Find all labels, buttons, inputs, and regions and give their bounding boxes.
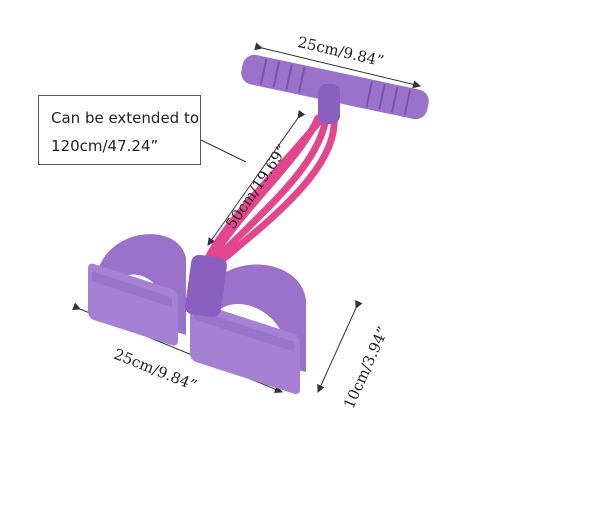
- band-length-arrow: [207, 109, 306, 246]
- callout-leader: [200, 139, 247, 163]
- right-pedal: [190, 264, 306, 395]
- resistance-bands: [202, 114, 338, 266]
- left-pedal: [88, 234, 186, 346]
- band-connector: [185, 254, 227, 318]
- handle-width-arrow: [254, 42, 421, 89]
- callout-line-1: Can be extended to: [51, 109, 200, 127]
- extension-callout: Can be extended to 120cm/47.24”: [38, 95, 201, 165]
- pedal-height-arrow: [317, 299, 363, 393]
- handle: [241, 54, 429, 124]
- callout-line-2: 120cm/47.24”: [51, 137, 159, 155]
